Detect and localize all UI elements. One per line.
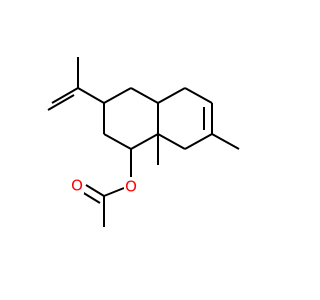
- bond-vinyl-ring: [77, 87, 105, 104]
- bond-ring-a-1: [103, 87, 132, 104]
- bond-ring-b-1: [157, 87, 186, 104]
- bond-carbonyl-double-a: [85, 184, 105, 197]
- oxygen-ester-label: O: [125, 178, 137, 196]
- bond-ring-b-3: [184, 133, 213, 150]
- oxygen-carbonyl-bg: [70, 176, 84, 194]
- bond-vinyl-terminal-double-a: [51, 87, 79, 104]
- bond-ring-a-3: [130, 133, 159, 150]
- bond-ring-b-4: [157, 133, 186, 150]
- oxygen-ester-bg: [124, 177, 138, 195]
- bonds: [47, 57, 240, 227]
- bond-ring-a-4: [103, 133, 132, 150]
- oxygen-carbonyl-label: O: [71, 177, 83, 195]
- molecule-svg: O O: [47, 57, 240, 227]
- bond-ring-b-2: [184, 87, 213, 104]
- bond-ring-a-2: [130, 87, 159, 104]
- molecule-drawing: O O: [47, 57, 240, 227]
- bond-vinyl-terminal-double-b: [47, 94, 75, 111]
- bond-carbonyl-double-b: [81, 191, 101, 204]
- atom-labels: O O: [70, 176, 138, 196]
- bond-ring-methyl-right: [211, 133, 240, 150]
- bond-oxygen-carbonyl-carbon: [103, 187, 125, 197]
